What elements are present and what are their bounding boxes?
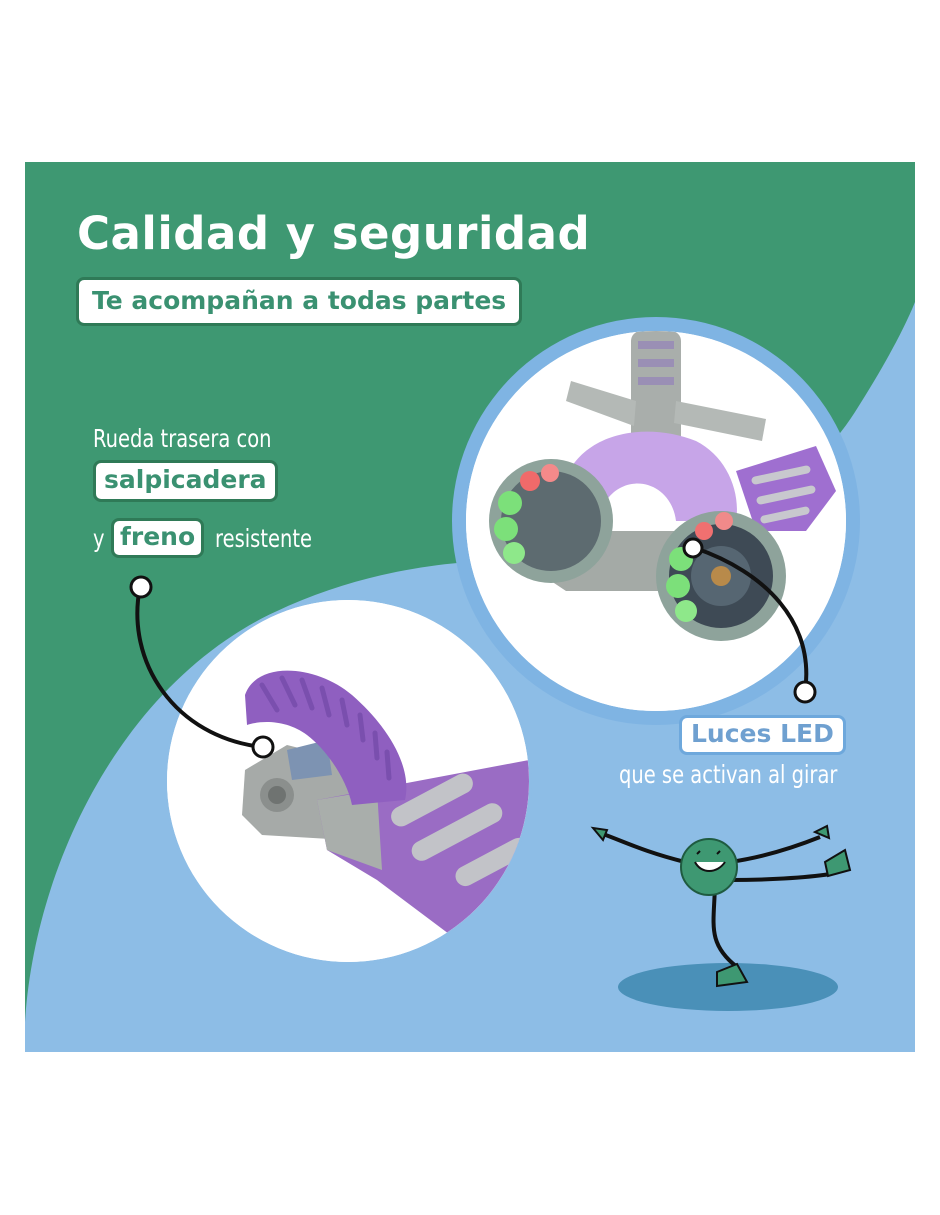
scooter-rear-icon [167, 600, 529, 962]
rear-callout-connector: y [93, 524, 105, 553]
rear-callout-line1: Rueda trasera con [93, 424, 272, 453]
feature-panel: Calidad y seguridad Te acompañan a todas… [25, 162, 915, 1052]
luces-led-badge: Luces LED [679, 715, 846, 755]
led-callout-line2: que se activan al girar [619, 760, 838, 789]
scooter-front-icon [466, 331, 846, 711]
rear-callout-line3: resistente [215, 524, 312, 553]
rear-fender-photo [167, 600, 529, 962]
page-title: Calidad y seguridad [77, 207, 591, 260]
subtitle-badge: Te acompañan a todas partes [76, 277, 523, 326]
front-wheels-photo [466, 331, 846, 711]
freno-badge: freno [111, 518, 205, 558]
salpicadera-badge: salpicadera [93, 460, 278, 502]
